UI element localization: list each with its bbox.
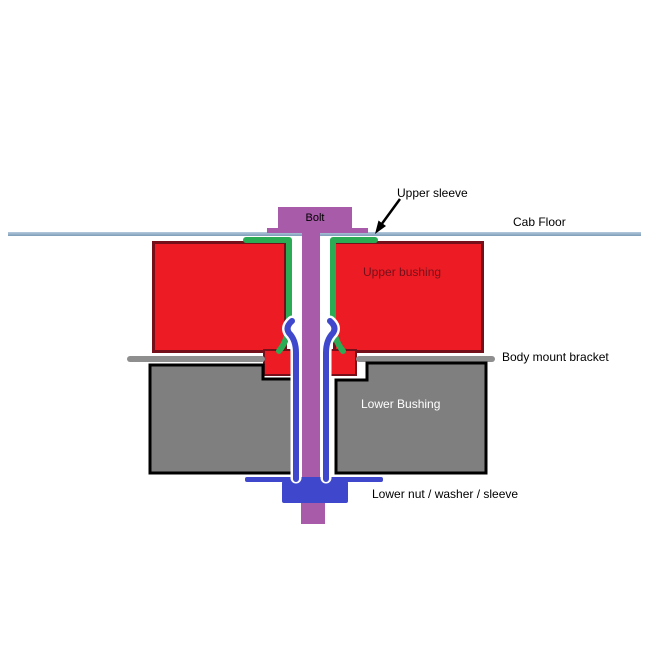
body-mount-bracket-left <box>127 356 265 362</box>
lower-washer <box>245 477 383 482</box>
bolt-head-flange <box>267 228 368 233</box>
lower-nut <box>282 481 348 503</box>
upper-bushing-label: Upper bushing <box>363 265 442 279</box>
upper-bushing-right-block <box>333 241 484 353</box>
body-mount-bracket-label: Body mount bracket <box>502 350 609 364</box>
lower-sleeve-left-clearance <box>282 315 302 484</box>
bolt-label: Bolt <box>305 212 325 224</box>
lower-sleeve-left-shape <box>284 318 299 482</box>
body-mount-bracket-right <box>356 356 495 362</box>
bolt-tail <box>301 502 325 524</box>
lower-bushing-right-block <box>334 361 488 475</box>
lower-bushing-left-block <box>148 363 298 475</box>
lower-bushing-label: Lower Bushing <box>361 397 441 411</box>
bolt-shank <box>302 229 320 524</box>
cab-floor-label: Cab Floor <box>513 215 566 229</box>
lower-nut-label: Lower nut / washer / sleeve <box>372 487 519 501</box>
upper-sleeve-arrow-line <box>379 198 402 226</box>
cab-floor-line <box>8 232 641 236</box>
upper-bushing-left-block <box>152 241 287 353</box>
upper-sleeve-label: Upper sleeve <box>397 186 468 200</box>
bolt-head: Bolt <box>278 207 352 229</box>
upper-bushing-left-lip <box>263 349 295 376</box>
upper-bushing-right-lip <box>329 349 357 376</box>
